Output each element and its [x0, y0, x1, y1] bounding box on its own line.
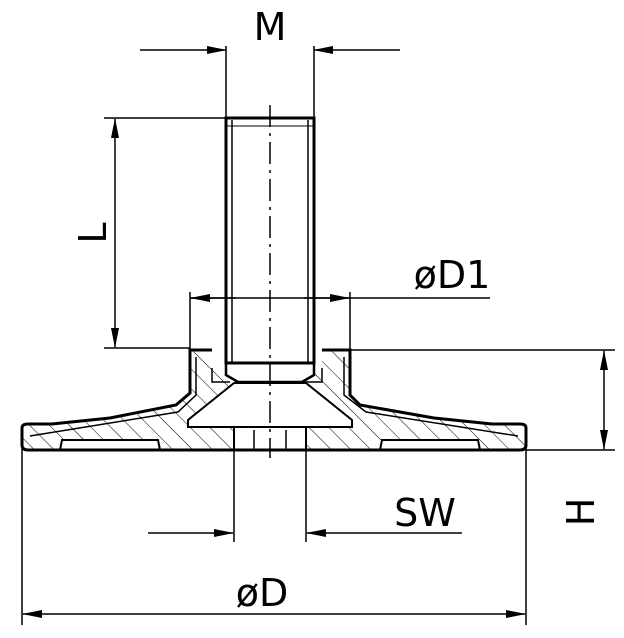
bottom-recess-right: [380, 440, 480, 450]
dimension-h: H: [350, 349, 615, 527]
label-l: L: [71, 222, 115, 243]
label-d1: øD1: [414, 253, 491, 297]
dimension-d: øD: [21, 430, 527, 625]
label-h: H: [559, 498, 603, 527]
bottom-recess-left: [60, 440, 160, 450]
dimension-m: M: [140, 5, 400, 118]
threaded-stud: [224, 105, 316, 458]
label-d: øD: [236, 571, 289, 615]
dimension-d1: øD1: [189, 253, 491, 350]
dimension-l: L: [71, 117, 226, 349]
base-plate: [20, 348, 528, 452]
dimension-sw: SW: [148, 450, 462, 542]
label-m: M: [254, 5, 287, 49]
label-sw: SW: [394, 491, 456, 535]
